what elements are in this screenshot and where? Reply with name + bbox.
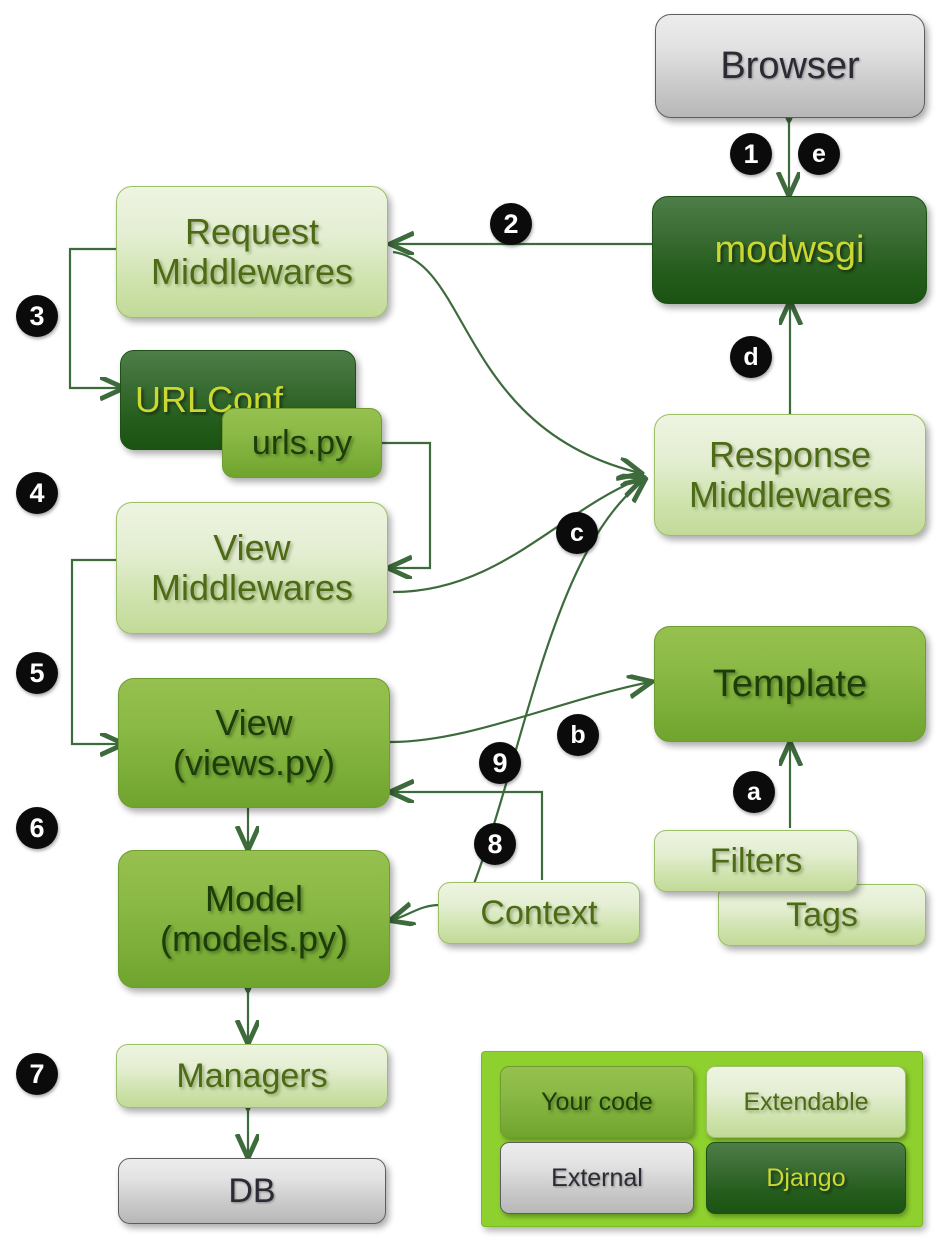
node-db-label: DB	[228, 1171, 276, 1210]
wire-view-template	[389, 682, 650, 744]
badge-1: 1	[730, 133, 772, 175]
node-model[interactable]: Model(models.py)	[118, 850, 390, 988]
wire-request-urlconf	[68, 247, 122, 388]
legend-extendable-label: Extendable	[743, 1087, 869, 1116]
legend-django-label: Django	[766, 1163, 846, 1192]
node-modwsgi[interactable]: modwsgi	[652, 196, 927, 304]
badge-4: 4	[16, 472, 58, 514]
node-urlspy[interactable]: urls.py	[222, 408, 382, 478]
wire-urlspy-viewmw	[380, 441, 432, 568]
node-context-label: Context	[480, 893, 598, 932]
badge-a: a	[733, 771, 775, 813]
legend-your-code[interactable]: Your code	[500, 1066, 694, 1138]
node-browser[interactable]: Browser	[655, 14, 925, 118]
wire-view-response	[449, 480, 644, 941]
badge-3-label: 3	[29, 300, 45, 331]
badge-e-label: e	[812, 139, 826, 168]
node-context[interactable]: Context	[438, 882, 640, 944]
node-managers[interactable]: Managers	[116, 1044, 388, 1108]
legend-your-code-label: Your code	[541, 1087, 653, 1116]
badge-b: b	[557, 714, 599, 756]
badge-5: 5	[16, 652, 58, 694]
badge-4-label: 4	[29, 477, 45, 508]
node-model-label: Model(models.py)	[159, 877, 349, 959]
badge-8-label: 8	[487, 828, 503, 859]
node-urlspy-label: urls.py	[251, 423, 353, 462]
badge-7: 7	[16, 1053, 58, 1095]
badge-2-label: 2	[503, 208, 519, 239]
legend-extendable[interactable]: Extendable	[706, 1066, 906, 1138]
node-view-label: View(views.py)	[172, 701, 336, 783]
wire-context-view	[392, 792, 544, 880]
node-view[interactable]: View(views.py)	[118, 678, 390, 808]
badge-2: 2	[490, 203, 532, 245]
badge-1-label: 1	[743, 138, 759, 169]
wire-viewmw-response	[392, 478, 642, 594]
legend-django[interactable]: Django	[706, 1142, 906, 1214]
legend-external[interactable]: External	[500, 1142, 694, 1214]
legend-external-label: External	[551, 1163, 643, 1192]
badge-c: c	[556, 512, 598, 554]
badge-9-label: 9	[492, 747, 508, 778]
node-template-label: Template	[712, 662, 868, 705]
badge-7-label: 7	[29, 1058, 45, 1089]
badge-6: 6	[16, 807, 58, 849]
node-managers-label: Managers	[176, 1056, 328, 1095]
node-filters[interactable]: Filters	[654, 830, 858, 892]
node-tags-label: Tags	[786, 895, 858, 934]
badge-8: 8	[474, 823, 516, 865]
badge-b-label: b	[570, 720, 586, 749]
badge-a-label: a	[747, 777, 761, 806]
node-modwsgi-label: modwsgi	[714, 228, 865, 271]
node-template[interactable]: Template	[654, 626, 926, 742]
badge-c-label: c	[570, 518, 584, 547]
badge-5-label: 5	[29, 657, 45, 688]
node-filters-label: Filters	[709, 841, 803, 880]
badge-9: 9	[479, 742, 521, 784]
badge-6-label: 6	[29, 812, 45, 843]
node-browser-label: Browser	[720, 44, 860, 87]
badge-d-label: d	[743, 342, 759, 371]
node-db[interactable]: DB	[118, 1158, 386, 1224]
legend-panel: Your code Extendable External Django	[481, 1051, 923, 1227]
wire-requestmw-response	[392, 250, 640, 473]
badge-d: d	[730, 336, 772, 378]
wire-viewmw-view	[70, 558, 122, 744]
badge-e: e	[798, 133, 840, 175]
wire-context-model	[392, 905, 441, 920]
node-tags[interactable]: Tags	[718, 884, 926, 946]
badge-3: 3	[16, 295, 58, 337]
